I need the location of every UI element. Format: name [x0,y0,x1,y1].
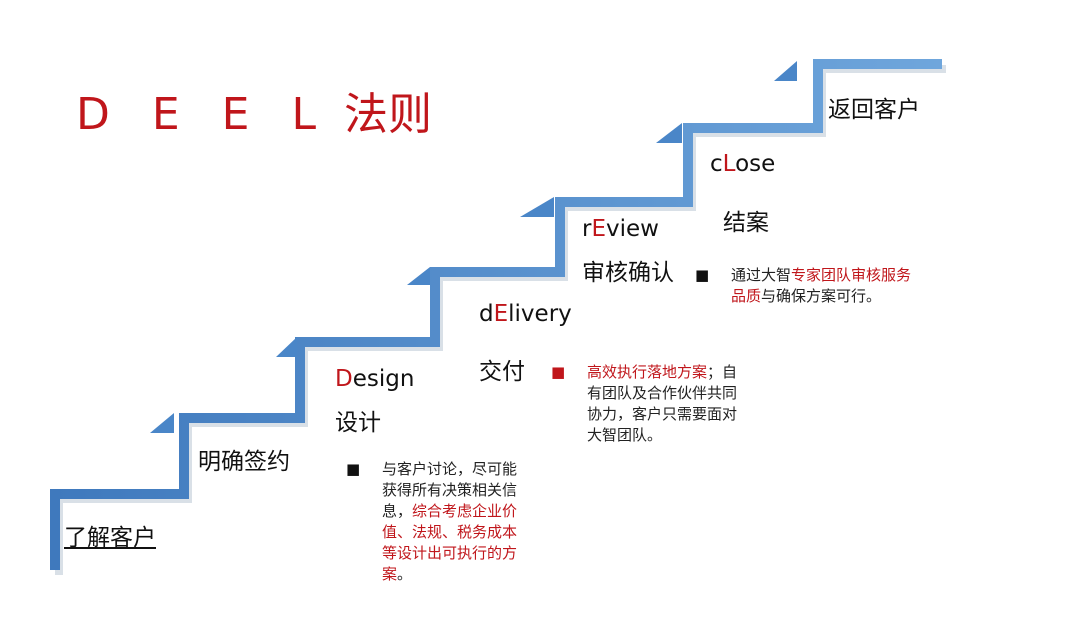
step-close-rest: ose [735,151,776,177]
stair-wedge [774,61,797,81]
note-design-text: 。 [397,565,413,583]
note-review-bullet-icon: ■ [695,266,710,284]
step-return-client: 返回客户 [828,97,920,123]
title-latin: D E E L [76,89,330,140]
note-delivery: ■ 高效执行落地方案；自有团队及合作伙伴共同协力，客户只需要面对大智团队。 [551,362,777,446]
note-design-line: 获得所有决策相关信 [382,480,557,501]
step-design-en: Design [335,366,414,392]
step-review-en: rEview [582,216,659,242]
stair-wedge [150,413,174,433]
note-design-text: 息， [382,502,413,520]
step-design-rest: esign [352,366,415,392]
title-chinese: 法则 [343,89,432,140]
step-delivery-rest: livery [508,301,572,327]
diagram-title: D E E L 法则 [76,78,432,142]
note-delivery-bullet-icon: ■ [551,363,566,381]
note-review-line: 品质与确保方案可行。 [731,286,961,307]
step-design-cn: 设计 [335,410,381,436]
note-design-text: 与客户讨论，尽可能 [382,460,518,478]
stair-corner-wedges [150,61,797,433]
staircase-line [50,59,942,570]
note-design-line: 等设计出可执行的方 [382,543,557,564]
note-design-line: 息，综合考虑企业价 [382,501,557,522]
note-review-text: 通过大智 [731,266,792,284]
stair-wedge [276,337,297,357]
note-design-text: 值、法规、税务成本 [382,523,518,541]
step-review-pre: r [582,216,592,242]
step-delivery-lead: E [493,301,509,327]
step-close-pre: c [710,151,723,177]
stair-wedge [407,267,430,285]
note-design-line: 案。 [382,564,557,585]
note-delivery-line: 协力，客户只需要面对 [587,404,777,425]
note-delivery-text: 协力，客户只需要面对 [587,405,738,423]
note-review: ■ 通过大智专家团队审核服务品质与确保方案可行。 [695,265,961,307]
note-design-text: 等设计出可执行的方 [382,544,518,562]
stair-wedge [520,197,554,217]
note-delivery-text: 大智团队。 [587,426,663,444]
note-design-text: 获得所有决策相关信 [382,481,518,499]
step-close-lead: L [722,151,736,177]
note-review-text: 品质 [731,287,762,305]
step-delivery-en: dElivery [479,301,572,327]
note-delivery-line: 大智团队。 [587,425,777,446]
step-delivery-pre: d [479,301,494,327]
step-design-lead: D [335,366,353,392]
note-design-line: 与客户讨论，尽可能 [382,459,557,480]
note-review-text: 专家团队审核服务 [791,266,912,284]
step-review-lead: E [591,216,607,242]
note-design-bullet-icon: ■ [346,460,361,478]
note-delivery-line: 高效执行落地方案；自 [587,362,777,383]
step-delivery-cn: 交付 [479,359,525,385]
step-review-rest: view [606,216,659,242]
step-close-cn: 结案 [723,210,769,236]
note-review-text: 与确保方案可行。 [761,287,882,305]
step-close-en: cLose [710,151,775,177]
note-design: ■ 与客户讨论，尽可能获得所有决策相关信息，综合考虑企业价值、法规、税务成本等设… [346,459,557,585]
note-delivery-text: 有团队及合作伙伴共同 [587,384,738,402]
note-design-text: 综合考虑企业价 [412,502,518,520]
note-delivery-text: ；自 [707,363,738,381]
note-design-text: 案 [382,565,398,583]
note-review-line: 通过大智专家团队审核服务 [731,265,961,286]
step-sign-contract: 明确签约 [198,449,290,475]
stair-wedge [656,123,682,143]
step-understand-client: 了解客户 [64,525,156,551]
note-design-line: 值、法规、税务成本 [382,522,557,543]
note-delivery-text: 高效执行落地方案 [587,363,708,381]
step-review-cn: 审核确认 [582,260,674,286]
note-delivery-line: 有团队及合作伙伴共同 [587,383,777,404]
